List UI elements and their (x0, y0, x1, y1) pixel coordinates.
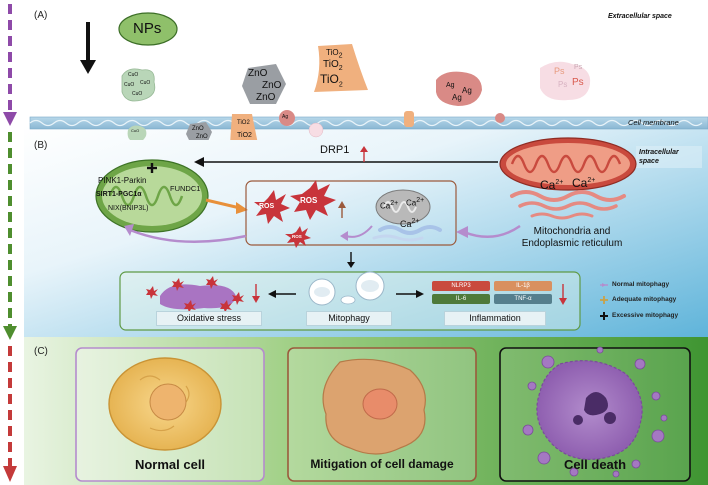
pathway-graphics (95, 137, 637, 331)
tio2-text: TiO2 (237, 120, 250, 126)
cuo-text: CuO (131, 128, 140, 133)
calcium-label: Ca2+ (400, 218, 420, 229)
normal-cell-label: Normal cell (134, 457, 206, 472)
panel-letter-b: (B) (34, 140, 48, 151)
ps-text: Ps (572, 77, 584, 88)
time-progression-arrow (3, 4, 17, 482)
cell-membrane-label: Cell membrane (628, 118, 679, 127)
zno-text: ZnO (256, 92, 276, 103)
nanoparticle-shapes (80, 12, 591, 140)
pink1-parkin-label: PINK1-Parkin (98, 176, 147, 185)
legend-normal-mitophagy: Normal mitophagy (612, 281, 670, 288)
ps-text: Ps (574, 64, 583, 71)
ros-label: ROS (292, 234, 302, 239)
fundc1-label: FUNDC1 (170, 184, 201, 193)
cuo-text: CuO (132, 91, 143, 97)
nps-label: NPs (133, 20, 162, 37)
calcium-label: Ca2+ (572, 176, 596, 190)
calcium-label: Ca2+ (406, 197, 425, 208)
nlrp3-chip: NLRP3 (432, 281, 490, 291)
ps-text: Ps (558, 80, 568, 89)
drp1-label: DRP1 (320, 144, 350, 156)
ag-text: Ag (462, 86, 472, 95)
zno-text: ZnO (196, 134, 208, 140)
cuo-text: CuO (124, 82, 135, 88)
calcium-label: Ca2+ (380, 200, 399, 211)
legend-excessive-mitophagy: Excessive mitophagy (612, 312, 679, 319)
mitophagy-label: Mitophagy (306, 311, 392, 326)
ps-text: Ps (554, 66, 565, 76)
calcium-label: Ca2+ (540, 178, 564, 192)
il1b-chip: IL-1β (494, 281, 552, 291)
tio2-text: TiO2 (320, 72, 343, 89)
intracellular-space-label: Intracellular space (636, 146, 702, 168)
ros-label: ROS (259, 203, 275, 210)
sirt1-pgc1a-label: SIRT1-PGC1α (96, 191, 142, 198)
panel-letter-a: (A) (34, 10, 48, 21)
il6-chip: IL-6 (432, 294, 490, 304)
panel-letter-c: (C) (34, 346, 48, 357)
zno-text: ZnO (262, 80, 282, 91)
mito-er-label: Mitochondria and Endoplasmic reticulum (521, 226, 623, 249)
cell-state-graphics (75, 346, 691, 482)
ag-text: Ag (282, 114, 289, 120)
cuo-text: CuO (128, 72, 139, 78)
nix-label: NIX(BNIP3L) (108, 205, 149, 212)
zno-text: ZnO (248, 68, 268, 79)
mitigation-cell-damage-label: Mitigation of cell damage (310, 457, 454, 471)
cuo-text: CuO (140, 80, 151, 86)
tio2-text: TiO2 (323, 59, 343, 72)
tnfa-chip: TNF-α (494, 294, 552, 304)
extracellular-space-label: Extracellular space (608, 13, 672, 20)
ros-label: ROS (300, 196, 318, 205)
oxidative-stress-label: Oxidative stress (156, 311, 262, 326)
tio2-text: TiO2 (237, 132, 252, 139)
tio2-text: TiO2 (326, 48, 343, 60)
ag-text: Ag (446, 82, 455, 89)
zno-text: ZnO (192, 126, 204, 132)
cell-death-label: Cell death (563, 457, 627, 472)
inflammation-label: Inflammation (444, 311, 546, 326)
legend-adequate-mitophagy: Adequate mitophagy (612, 296, 677, 303)
ag-text: Ag (452, 93, 462, 102)
